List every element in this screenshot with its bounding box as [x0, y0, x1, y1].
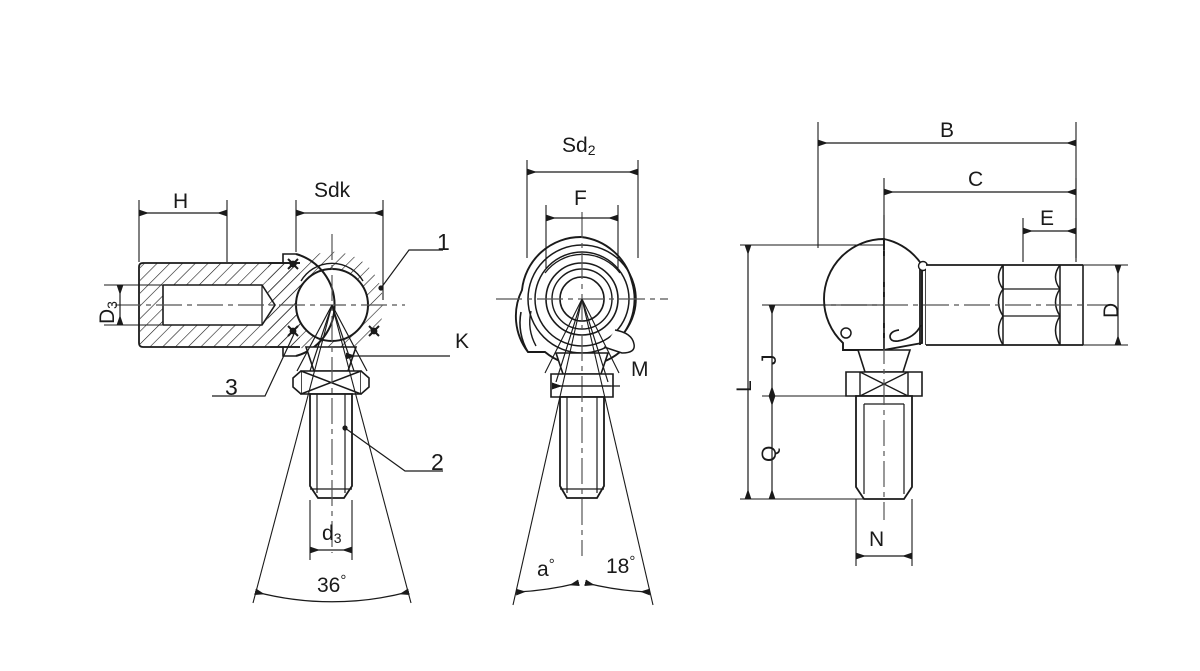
angle-label-a: a°	[537, 556, 555, 582]
dim-label-D3: D3	[96, 301, 120, 324]
middle-swivel-cone	[544, 298, 620, 383]
leader-item-2	[342, 425, 443, 472]
dim-label-Q: Q	[758, 445, 781, 462]
dim-label-H: H	[173, 190, 189, 213]
dim-label-N: N	[869, 528, 885, 551]
dim-label-Sd2-main: Sd	[562, 134, 588, 157]
dim-label-C: C	[968, 168, 984, 191]
dim-label-J: J	[758, 354, 781, 366]
angle-a-degree: °	[548, 556, 555, 573]
seat-markers	[287, 258, 380, 337]
angle-36-value: 36	[317, 573, 341, 597]
angle-a-18	[512, 298, 654, 606]
right-stud	[845, 349, 923, 500]
angle-36	[252, 304, 412, 604]
right-thread-segment	[997, 264, 1061, 346]
dim-label-Sdk: Sdk	[314, 179, 351, 202]
dim-H	[138, 200, 228, 262]
middle-ball-housing	[514, 236, 637, 367]
angle-label-18: 18°	[606, 553, 635, 579]
angle-18-degree: °	[629, 553, 636, 570]
leader-item-1	[378, 249, 443, 291]
dim-label-Sd2-sub: 2	[587, 142, 596, 159]
dim-label-E: E	[1040, 207, 1055, 230]
item-label-2: 2	[431, 449, 444, 475]
dim-label-D3-main: D	[96, 308, 119, 324]
dim-label-D: D	[1100, 302, 1123, 318]
dim-d3	[309, 500, 353, 560]
right-arm-rod	[926, 264, 1084, 346]
dim-Q	[762, 395, 884, 500]
dim-label-Sd2: Sd2	[562, 134, 595, 158]
right-ball-head	[823, 237, 929, 352]
view-middle-front	[496, 160, 668, 606]
dim-N	[855, 499, 913, 566]
angle-18-value: 18	[606, 554, 630, 578]
dim-Sdk	[295, 200, 384, 300]
dim-D3	[104, 284, 200, 326]
left-centrelines	[115, 234, 405, 553]
angle-a-value: a	[537, 557, 549, 581]
view-left-section	[104, 200, 450, 604]
item-label-1: 1	[437, 229, 450, 255]
leader-item-3	[212, 333, 295, 397]
view-right-outline	[740, 122, 1128, 566]
left-swivel-cone	[296, 304, 368, 372]
dim-label-B: B	[940, 119, 955, 142]
dim-D	[1060, 264, 1128, 346]
middle-centrelines	[496, 212, 668, 556]
dim-label-D3-sub: 3	[104, 301, 121, 309]
dim-label-d3: d3	[322, 522, 341, 546]
dim-E	[1022, 218, 1077, 262]
left-stud	[292, 346, 370, 499]
dim-label-d3-sub: 3	[333, 530, 342, 547]
angle-label-36: 36°	[317, 572, 346, 598]
dim-label-M: M	[631, 358, 649, 381]
dim-F	[545, 205, 619, 268]
dim-label-d3-main: d	[322, 522, 334, 545]
dim-Sd2	[526, 160, 639, 258]
angle-36-degree: °	[340, 572, 347, 589]
dim-label-F: F	[574, 187, 587, 210]
dim-label-L: L	[733, 380, 756, 392]
item-label-3: 3	[225, 374, 238, 400]
dim-label-K: K	[455, 330, 470, 353]
